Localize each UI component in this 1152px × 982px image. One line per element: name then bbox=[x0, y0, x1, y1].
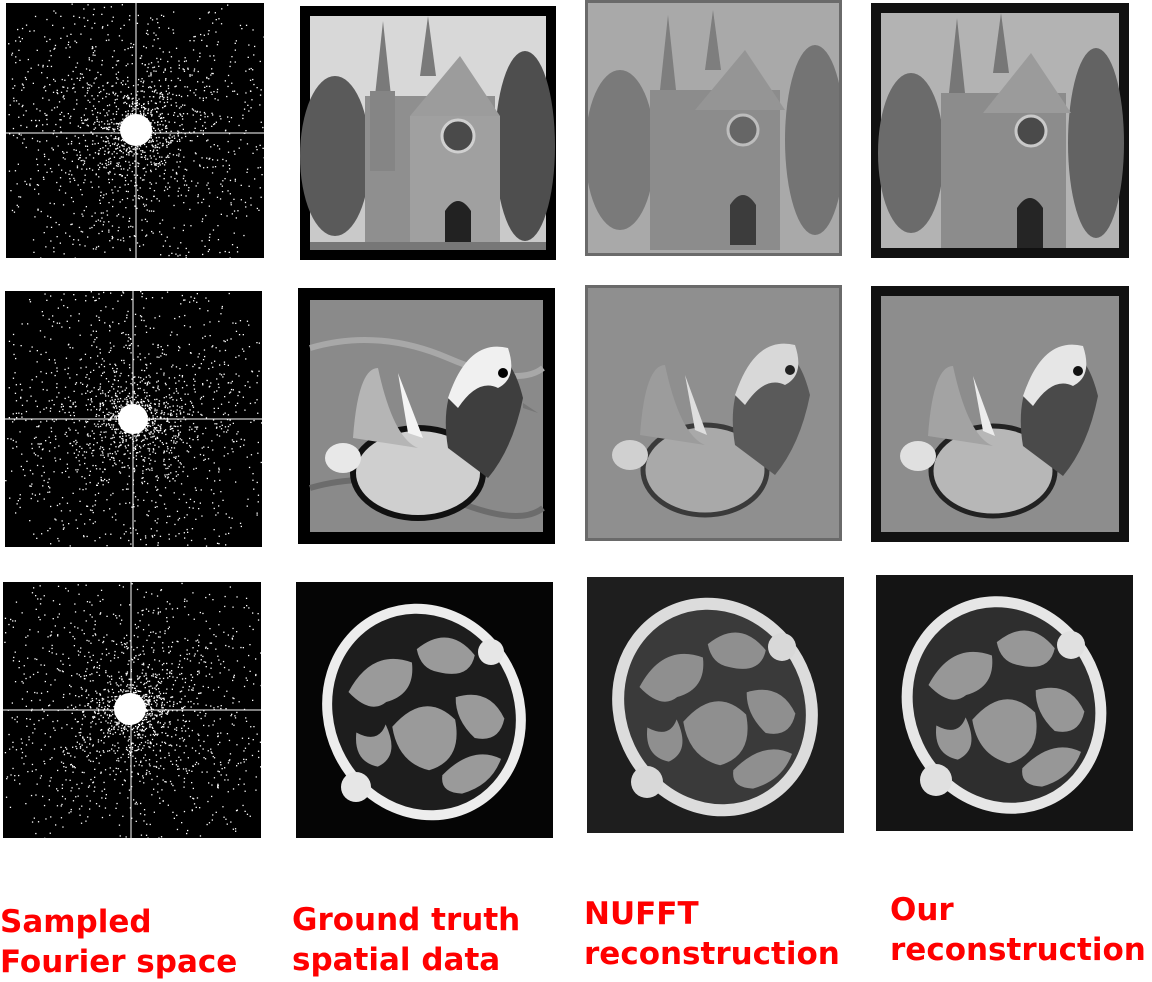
church-nufft-image bbox=[585, 0, 842, 256]
label-line: Ground truth bbox=[292, 900, 520, 940]
nufft-ct bbox=[587, 577, 844, 833]
column-label-ours: Our reconstruction bbox=[890, 890, 1146, 970]
nufft-duck bbox=[585, 285, 842, 541]
our-reconstruction-church bbox=[871, 3, 1129, 258]
ct-nufft-image bbox=[587, 577, 844, 833]
fourier-sample-church bbox=[6, 3, 264, 258]
ct-image bbox=[296, 582, 553, 838]
our-reconstruction-ct bbox=[876, 575, 1133, 831]
ground-truth-duck bbox=[298, 288, 555, 544]
fourier-dots bbox=[5, 291, 262, 547]
label-line: spatial data bbox=[292, 940, 520, 980]
label-line: Our bbox=[890, 890, 1146, 930]
label-line: reconstruction bbox=[584, 934, 840, 974]
fourier-dots bbox=[6, 3, 264, 258]
fourier-sample-ct bbox=[3, 582, 261, 838]
duck-nufft-image bbox=[585, 285, 842, 541]
column-label-nufft: NUFFT reconstruction bbox=[584, 894, 840, 974]
label-line: Fourier space bbox=[0, 942, 237, 982]
label-line: reconstruction bbox=[890, 930, 1146, 970]
ct-ours-image bbox=[876, 575, 1133, 831]
duck-image bbox=[298, 288, 555, 544]
nufft-church bbox=[585, 0, 842, 256]
fourier-dots bbox=[3, 582, 261, 838]
label-line: NUFFT bbox=[584, 894, 840, 934]
ground-truth-church bbox=[300, 6, 556, 260]
fourier-sample-duck bbox=[5, 291, 262, 547]
duck-ours-image bbox=[871, 286, 1129, 542]
label-line: Sampled bbox=[0, 902, 237, 942]
church-image bbox=[300, 6, 556, 260]
our-reconstruction-duck bbox=[871, 286, 1129, 542]
ground-truth-ct bbox=[296, 582, 553, 838]
column-label-ground-truth: Ground truth spatial data bbox=[292, 900, 520, 980]
column-label-fourier: Sampled Fourier space bbox=[0, 902, 237, 982]
church-ours-image bbox=[871, 3, 1129, 258]
